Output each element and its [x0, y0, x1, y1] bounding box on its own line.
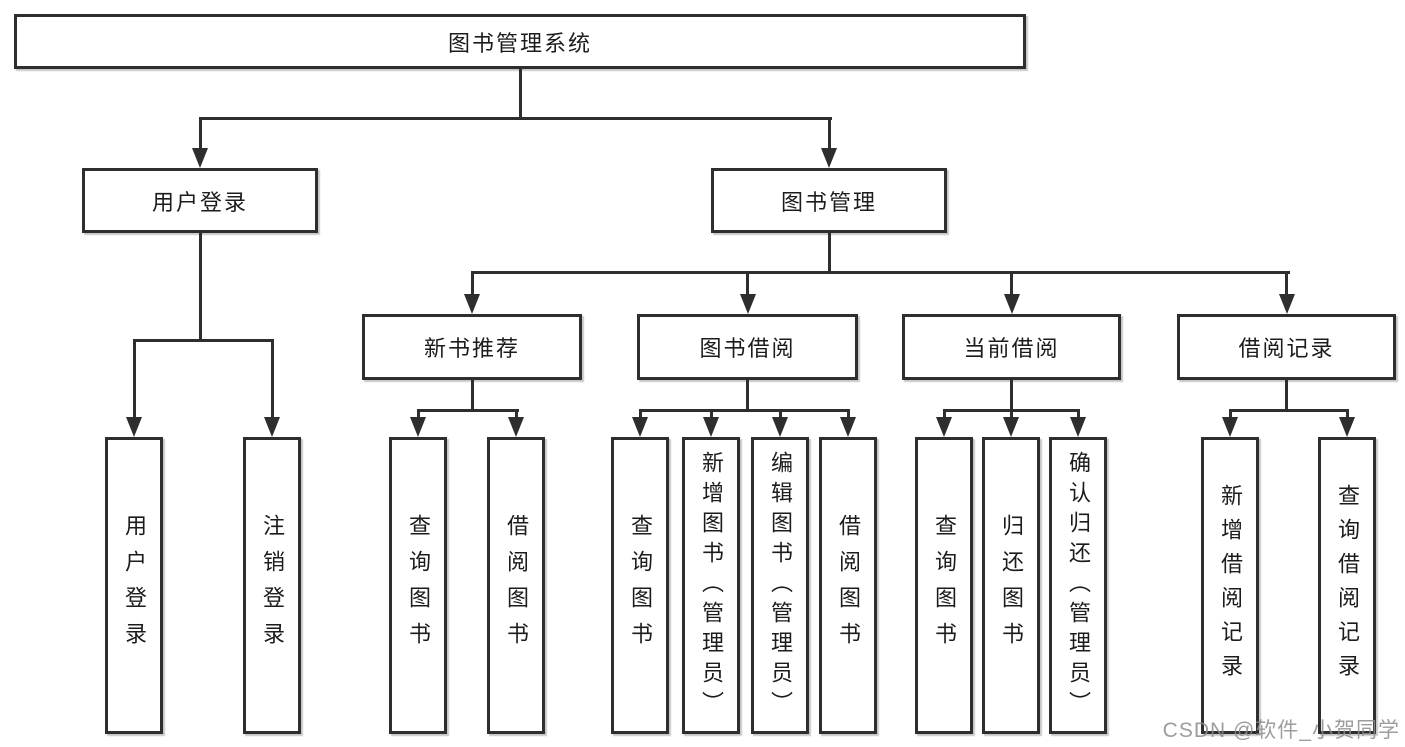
connector-line: [1010, 273, 1013, 296]
connector-line: [470, 380, 474, 411]
node-new-book-recommend: 新书推荐: [362, 314, 582, 380]
leaf-borrow-books-2-label: 借阅图书: [836, 513, 861, 658]
node-current-borrowing: 当前借阅: [902, 314, 1121, 380]
arrow-down-icon: [1070, 417, 1086, 437]
leaf-add-book-admin-label: 新增图书（管理员）: [699, 450, 724, 721]
node-book-borrowing: 图书借阅: [637, 314, 858, 380]
arrow-down-icon: [464, 294, 480, 314]
leaf-query-books-3: 查询图书: [915, 437, 973, 734]
leaf-borrow-books-2: 借阅图书: [819, 437, 877, 734]
connector-line: [132, 339, 274, 342]
connector-line: [746, 380, 749, 411]
connector-line: [827, 233, 831, 273]
arrow-down-icon: [772, 417, 788, 437]
arrow-down-icon: [410, 417, 426, 437]
node-new-book-recommend-label: 新书推荐: [423, 336, 520, 361]
arrow-down-icon: [740, 294, 756, 314]
leaf-add-borrow-record-label: 新增借阅记录: [1218, 483, 1243, 688]
node-current-borrowing-label: 当前借阅: [963, 336, 1060, 361]
arrow-down-icon: [703, 417, 719, 437]
arrow-down-icon: [1004, 294, 1020, 314]
connector-line: [1345, 411, 1349, 420]
node-book-management-label: 图书管理: [780, 189, 877, 215]
connector-line: [846, 411, 850, 420]
arrow-down-icon: [936, 417, 952, 437]
connector-line: [1009, 411, 1013, 420]
node-root-label: 图书管理系统: [447, 30, 592, 56]
leaf-confirm-return-admin-label: 确认归还（管理员）: [1066, 450, 1091, 721]
connector-line: [942, 409, 1080, 412]
connector-line: [1010, 380, 1013, 411]
arrow-down-icon: [1339, 417, 1355, 437]
arrow-down-icon: [508, 417, 524, 437]
node-book-management: 图书管理: [711, 168, 947, 233]
leaf-edit-book-admin: 编辑图书（管理员）: [751, 437, 809, 734]
leaf-logout: 注销登录: [243, 437, 301, 734]
connector-line: [778, 411, 782, 420]
arrow-down-icon: [1003, 417, 1019, 437]
leaf-query-books-3-label: 查询图书: [932, 513, 957, 658]
node-root: 图书管理系统: [14, 14, 1026, 69]
leaf-borrow-books-1-label: 借阅图书: [504, 513, 529, 658]
node-user-login-label: 用户登录: [151, 189, 248, 215]
leaf-query-books-2-label: 查询图书: [628, 513, 653, 658]
leaf-add-borrow-record: 新增借阅记录: [1201, 437, 1259, 734]
connector-line: [638, 409, 850, 412]
arrow-down-icon: [1279, 294, 1295, 314]
leaf-user-login-label: 用户登录: [122, 513, 147, 658]
connector-line: [514, 411, 518, 420]
connector-line: [827, 117, 831, 149]
node-borrow-records: 借阅记录: [1177, 314, 1396, 380]
connector-line: [416, 411, 420, 420]
connector-line: [1285, 273, 1288, 296]
leaf-confirm-return-admin: 确认归还（管理员）: [1049, 437, 1107, 734]
connector-line: [1228, 411, 1232, 420]
arrow-down-icon: [632, 417, 648, 437]
leaf-user-login: 用户登录: [105, 437, 163, 734]
leaf-edit-book-admin-label: 编辑图书（管理员）: [768, 450, 793, 721]
leaf-logout-label: 注销登录: [260, 513, 285, 658]
leaf-return-book-label: 归还图书: [999, 513, 1024, 658]
connector-line: [1285, 380, 1288, 411]
arrow-down-icon: [840, 417, 856, 437]
leaf-query-books-1: 查询图书: [389, 437, 447, 734]
node-borrow-records-label: 借阅记录: [1238, 336, 1335, 361]
connector-line: [198, 117, 832, 120]
arrow-down-icon: [1222, 417, 1238, 437]
connector-line: [638, 411, 642, 420]
arrow-down-icon: [192, 148, 208, 168]
connector-line: [709, 411, 713, 420]
connector-line: [198, 233, 202, 342]
connector-line: [198, 117, 202, 149]
leaf-return-book: 归还图书: [982, 437, 1040, 734]
leaf-query-books-2: 查询图书: [611, 437, 669, 734]
connector-line: [746, 273, 749, 296]
node-user-login: 用户登录: [82, 168, 318, 233]
connector-line: [518, 69, 522, 118]
leaf-query-books-1-label: 查询图书: [406, 513, 431, 658]
connector-line: [270, 339, 274, 419]
connector-line: [1076, 411, 1080, 420]
connector-line: [1228, 409, 1349, 412]
connector-line: [416, 409, 519, 412]
leaf-query-borrow-record-label: 查询借阅记录: [1335, 483, 1360, 688]
node-book-borrowing-label: 图书借阅: [699, 336, 796, 361]
watermark: CSDN @软件_小贺同学: [1162, 719, 1400, 742]
leaf-query-borrow-record: 查询借阅记录: [1318, 437, 1376, 734]
connector-line: [132, 339, 136, 419]
connector-line: [470, 273, 474, 296]
arrow-down-icon: [821, 148, 837, 168]
arrow-down-icon: [264, 417, 280, 437]
leaf-borrow-books-1: 借阅图书: [487, 437, 545, 734]
arrow-down-icon: [126, 417, 142, 437]
connector-line: [942, 411, 946, 420]
connector-line: [470, 271, 1290, 274]
leaf-add-book-admin: 新增图书（管理员）: [682, 437, 740, 734]
